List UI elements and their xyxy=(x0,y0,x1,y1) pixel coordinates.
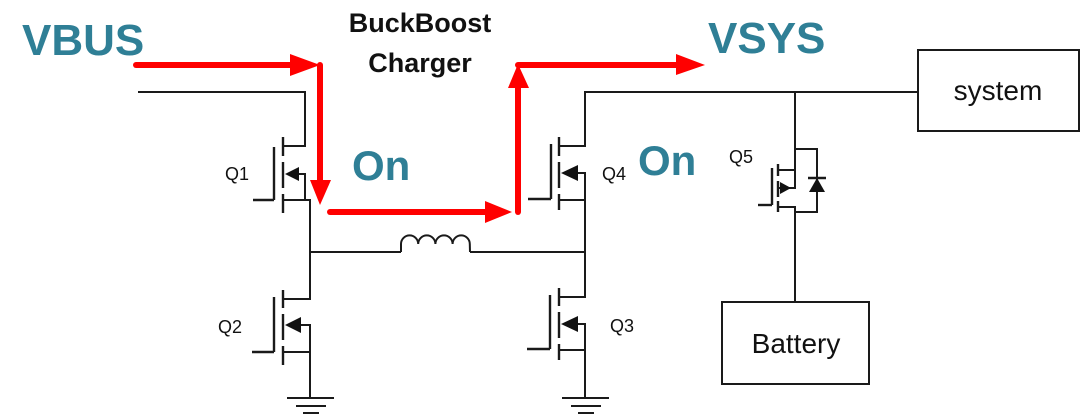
mosfet-q4-icon xyxy=(528,137,586,210)
q2-source-wire xyxy=(284,351,311,397)
q5-label: Q5 xyxy=(729,147,753,167)
q2-drain-wire xyxy=(284,252,311,300)
ground-q3-icon xyxy=(562,397,609,414)
ground-q2-icon xyxy=(287,397,334,414)
q4-state-label: On xyxy=(638,137,696,184)
q3-source-wire xyxy=(563,349,586,397)
q1-label: Q1 xyxy=(225,164,249,184)
q1-state-label: On xyxy=(352,142,410,189)
flow-arrowhead-5 xyxy=(676,54,705,75)
vbus-label: VBUS xyxy=(22,16,144,65)
q4-label: Q4 xyxy=(602,164,626,184)
flow-arrowhead-4 xyxy=(508,64,529,88)
vbus-wire xyxy=(138,91,306,147)
mosfet-q2-icon xyxy=(252,290,311,365)
system-block xyxy=(917,49,1080,132)
inductor-icon xyxy=(400,234,471,253)
vsys-label: VSYS xyxy=(708,14,825,63)
q2-label: Q2 xyxy=(218,317,242,337)
vsys-rail xyxy=(563,91,918,147)
title-line-1: BuckBoost xyxy=(349,8,492,38)
mosfet-q5-icon xyxy=(758,148,826,213)
title-line-2: Charger xyxy=(368,48,472,78)
q4-q3-wire xyxy=(563,199,586,298)
battery-block xyxy=(721,301,870,385)
q1-source-wire xyxy=(284,199,311,252)
flow-arrowhead-1 xyxy=(290,54,320,76)
flow-arrowhead-3 xyxy=(485,201,512,223)
flow-arrowhead-2 xyxy=(310,180,331,205)
q3-label: Q3 xyxy=(610,316,634,336)
battery-label: Battery xyxy=(752,328,841,359)
mosfet-q1-icon xyxy=(253,137,306,213)
mosfet-q3-icon xyxy=(527,288,586,360)
current-flow-path xyxy=(133,54,705,223)
system-label: system xyxy=(954,75,1043,106)
